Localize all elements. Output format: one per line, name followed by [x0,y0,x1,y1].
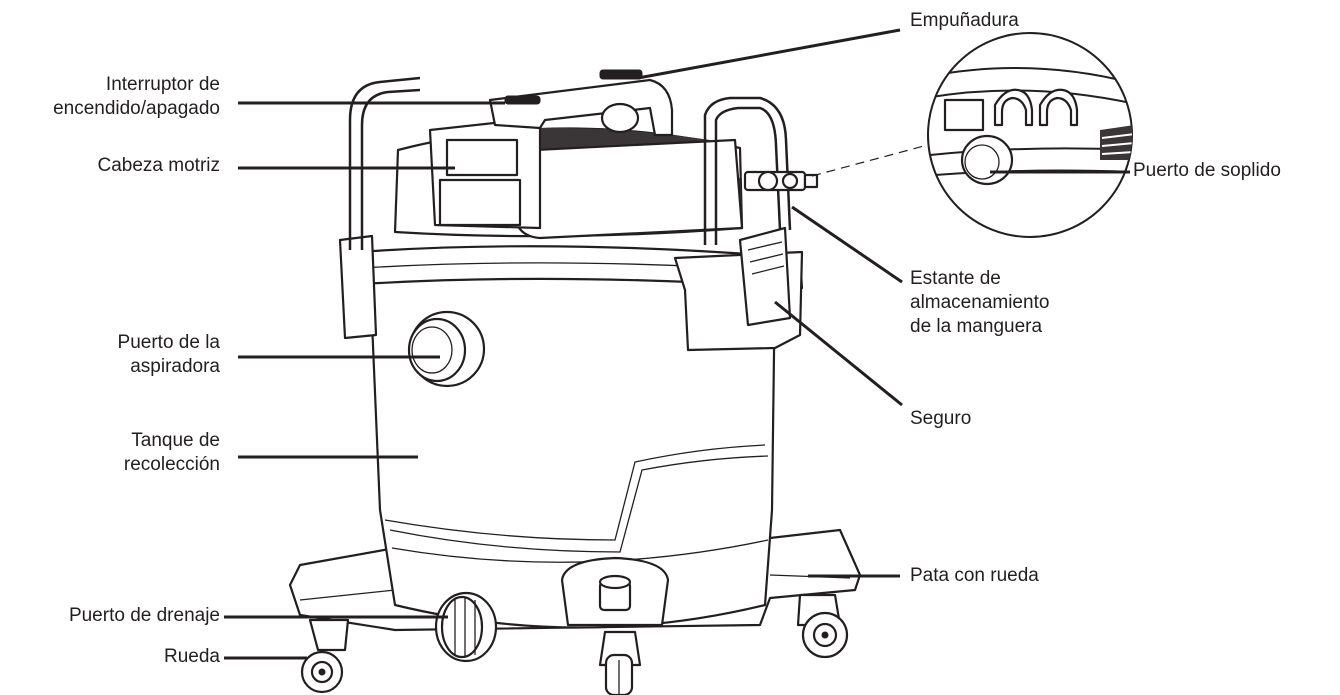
label-collection-tank: Tanque de recolección [123,430,220,475]
blower-coupler [743,170,819,192]
power-head-body [393,69,744,240]
wheel-right [796,593,849,659]
label-hose-storage-rack: Estante de almacenamiento de la manguera [910,268,1050,337]
wheel-front [598,630,642,695]
leader-hose-rack [791,205,903,284]
label-wheel: Rueda [164,646,220,667]
blower-port-detail-inset [927,32,1133,238]
leader-latch [774,300,903,407]
label-drain-port: Puerto de drenaje [68,605,220,626]
drain-port [434,591,498,663]
label-blower-port: Puerto de soplido [1133,160,1281,181]
projection-line [811,138,951,177]
leader-lines [224,28,1130,660]
label-vacuum-port: Puerto de la aspiradora [117,332,220,377]
vacuum-port [407,310,486,388]
hose-rack [673,226,804,352]
caster-hub [560,556,670,627]
cord-hook [338,234,378,340]
wheel-left [300,618,350,694]
leader-handle [637,28,901,80]
label-caster-foot: Pata con rueda [910,565,1039,586]
label-latch: Seguro [910,408,972,429]
label-power-switch: Interruptor de encendido/apagado [53,74,220,119]
label-power-head: Cabeza motriz [97,155,221,176]
label-handle: Empuñadura [910,10,1019,31]
